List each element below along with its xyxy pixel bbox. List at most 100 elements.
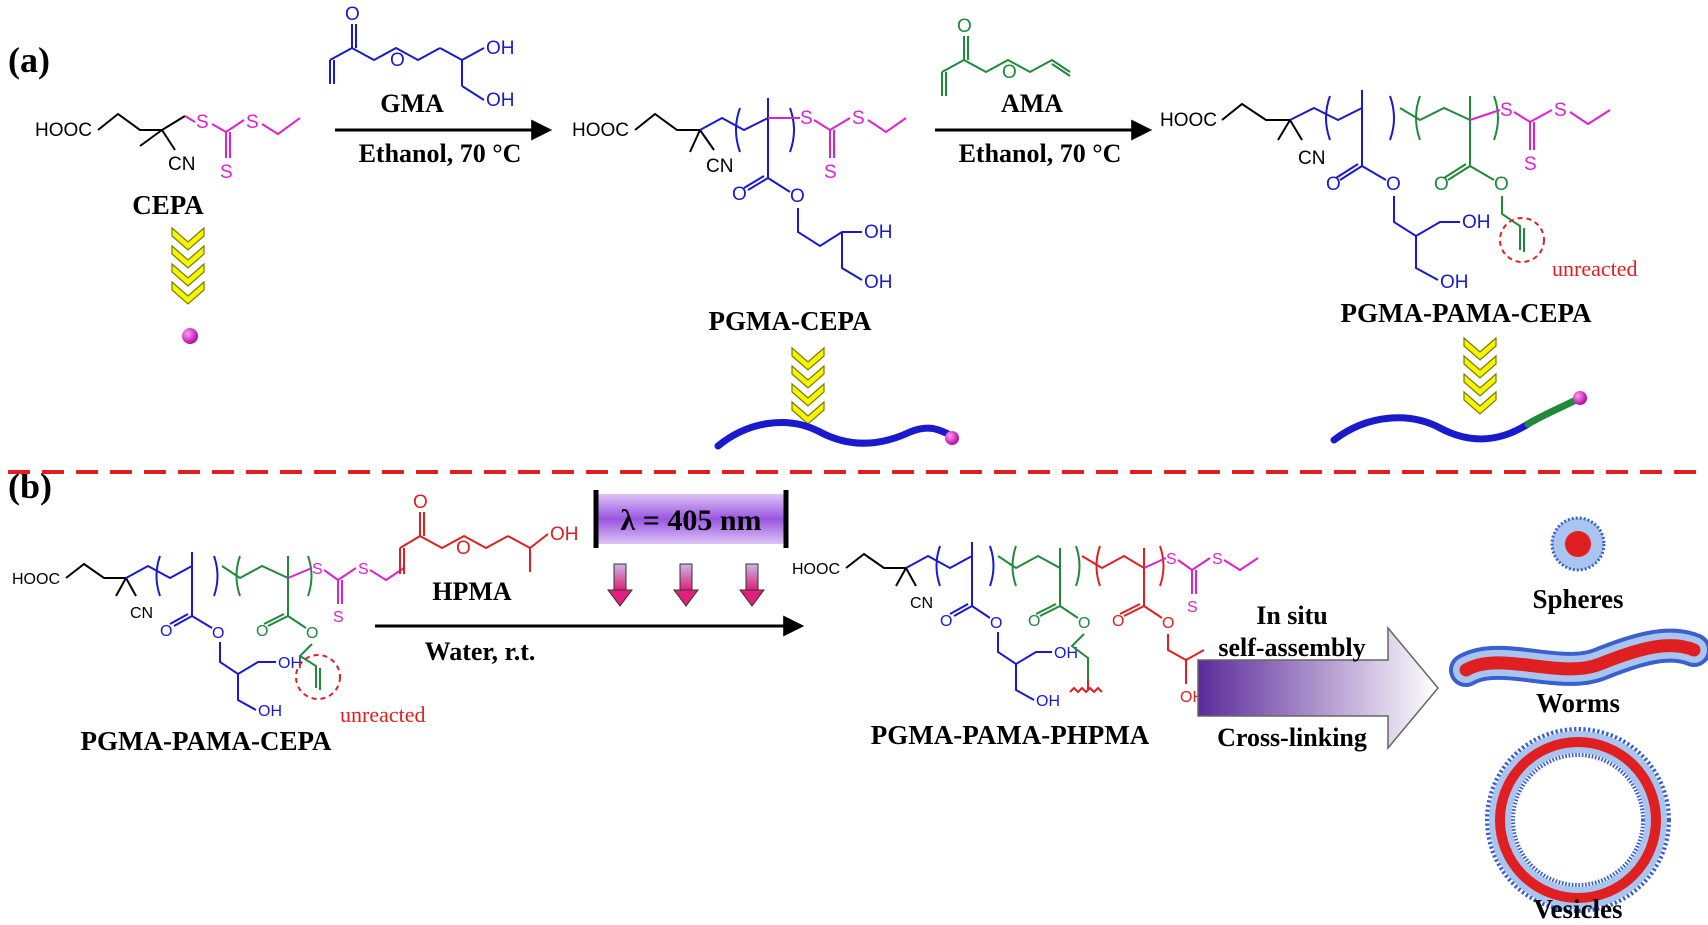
- cepa-cn: CN: [168, 154, 195, 175]
- assembly-line1: In situ: [1256, 601, 1328, 630]
- pgma-pama-cepa-structure-b: HOOC CN S S S O O OH OH O: [12, 552, 405, 720]
- worm-micelle-icon: [1449, 628, 1708, 687]
- hpma-label: HPMA: [432, 577, 512, 606]
- svg-text:O: O: [732, 184, 747, 205]
- ama-structure: O O: [941, 16, 1071, 96]
- worms-label: Worms: [1536, 688, 1620, 718]
- svg-text:CN: CN: [1298, 148, 1325, 169]
- svg-text:O: O: [1494, 174, 1509, 195]
- svg-text:O: O: [413, 492, 428, 513]
- svg-text:O: O: [1326, 174, 1341, 195]
- ama-label: AMA: [1001, 89, 1063, 118]
- svg-text:O: O: [990, 615, 1002, 632]
- cta-bead-icon: [945, 431, 959, 445]
- svg-text:OH: OH: [550, 524, 579, 545]
- svg-text:OH: OH: [258, 703, 282, 720]
- svg-text:S: S: [1500, 100, 1513, 121]
- pgma-pama-cepa-label-b: PGMA-PAMA-CEPA: [81, 726, 332, 756]
- svg-text:O: O: [256, 623, 268, 640]
- svg-text:S: S: [852, 108, 865, 129]
- gma-structure: O O OH OH: [329, 4, 515, 111]
- svg-text:O: O: [1002, 62, 1017, 83]
- step1-conditions: Ethanol, 70 °C: [359, 139, 522, 168]
- chevron-down-icon: [1463, 337, 1497, 415]
- svg-text:S: S: [358, 561, 369, 578]
- svg-text:HOOC: HOOC: [12, 571, 60, 588]
- svg-text:O: O: [1112, 613, 1124, 630]
- svg-text:OH: OH: [1462, 212, 1491, 233]
- cta-bead-icon: [182, 328, 198, 344]
- svg-text:O: O: [790, 186, 805, 207]
- svg-text:OH: OH: [1036, 693, 1060, 710]
- vesicles-label: Vesicles: [1534, 894, 1623, 924]
- svg-text:S: S: [824, 162, 837, 183]
- pgma-pama-phpma-structure: HOOC CN S S S O O OH OH: [792, 542, 1259, 710]
- pgma-cepa-label: PGMA-CEPA: [709, 306, 872, 336]
- svg-text:OH: OH: [864, 222, 893, 243]
- unreacted-note-b: unreacted: [340, 702, 426, 727]
- pgma-chain-icon: [1330, 414, 1532, 444]
- svg-text:O: O: [1078, 615, 1090, 632]
- svg-text:S: S: [333, 609, 344, 626]
- svg-text:S: S: [1212, 551, 1223, 568]
- unreacted-note-a: unreacted: [1552, 256, 1638, 281]
- hpma-structure: O O OH: [399, 492, 579, 574]
- gma-o1: O: [345, 4, 360, 25]
- pgma-pama-cepa-structure: HOOC CN S S S O O OH OH: [1160, 90, 1611, 293]
- step2-conditions: Ethanol, 70 °C: [959, 139, 1122, 168]
- pama-chain-icon: [1524, 396, 1580, 428]
- svg-text:CN: CN: [706, 156, 733, 177]
- svg-text:OH: OH: [1054, 645, 1078, 662]
- svg-text:O: O: [1028, 613, 1040, 630]
- cepa-s2: S: [220, 162, 233, 183]
- chevron-down-icon: [171, 227, 205, 305]
- cepa-s1: S: [196, 112, 209, 133]
- svg-text:OH: OH: [1440, 272, 1469, 293]
- svg-text:S: S: [800, 108, 813, 129]
- cepa-hooc: HOOC: [35, 120, 92, 141]
- svg-text:CN: CN: [130, 605, 153, 622]
- step3-conditions: Water, r.t.: [425, 637, 536, 666]
- svg-text:CN: CN: [910, 595, 933, 612]
- svg-text:O: O: [306, 625, 318, 642]
- svg-text:S: S: [312, 561, 323, 578]
- svg-text:S: S: [1187, 599, 1198, 616]
- spheres-label: Spheres: [1532, 584, 1623, 614]
- cepa-structure: HOOC CN S S S: [35, 112, 301, 183]
- assembly-line3: Cross-linking: [1217, 723, 1367, 752]
- svg-text:OH: OH: [864, 272, 893, 293]
- svg-text:O: O: [160, 623, 172, 640]
- gma-oh1: OH: [486, 38, 515, 59]
- cepa-label: CEPA: [132, 190, 204, 220]
- sphere-micelle-icon: [1550, 516, 1606, 572]
- svg-text:O: O: [940, 613, 952, 630]
- cta-bead-icon: [1573, 391, 1587, 405]
- cepa-s3: S: [246, 112, 259, 133]
- pgma-cepa-structure: HOOC CN S S S O O OH OH: [572, 98, 907, 293]
- svg-text:S: S: [1554, 100, 1567, 121]
- gma-label: GMA: [380, 89, 444, 118]
- svg-text:OH: OH: [278, 655, 302, 672]
- pgma-pama-phpma-label: PGMA-PAMA-PHPMA: [871, 720, 1150, 750]
- vesicle-icon: [1485, 727, 1671, 913]
- light-source: λ = 405 nm: [593, 490, 789, 548]
- gma-oh2: OH: [486, 90, 515, 111]
- pgma-chain-icon: [714, 419, 956, 450]
- chevron-down-icon: [791, 347, 825, 425]
- svg-text:O: O: [212, 625, 224, 642]
- pgma-pama-cepa-label: PGMA-PAMA-CEPA: [1341, 298, 1592, 328]
- panel-label-a: (a): [8, 40, 50, 80]
- assembly-line2: self-assembly: [1218, 633, 1365, 662]
- self-assembly-arrow-icon: [1197, 625, 1439, 751]
- svg-text:O: O: [1162, 615, 1174, 632]
- svg-text:S: S: [1166, 551, 1177, 568]
- svg-text:HOOC: HOOC: [792, 561, 840, 578]
- svg-text:HOOC: HOOC: [1160, 110, 1217, 131]
- svg-text:HOOC: HOOC: [572, 120, 629, 141]
- light-beam-icon: [607, 563, 765, 607]
- svg-text:O: O: [456, 538, 471, 559]
- gma-o2: O: [390, 50, 405, 71]
- wavelength-label: λ = 405 nm: [620, 504, 761, 537]
- svg-text:O: O: [957, 16, 972, 37]
